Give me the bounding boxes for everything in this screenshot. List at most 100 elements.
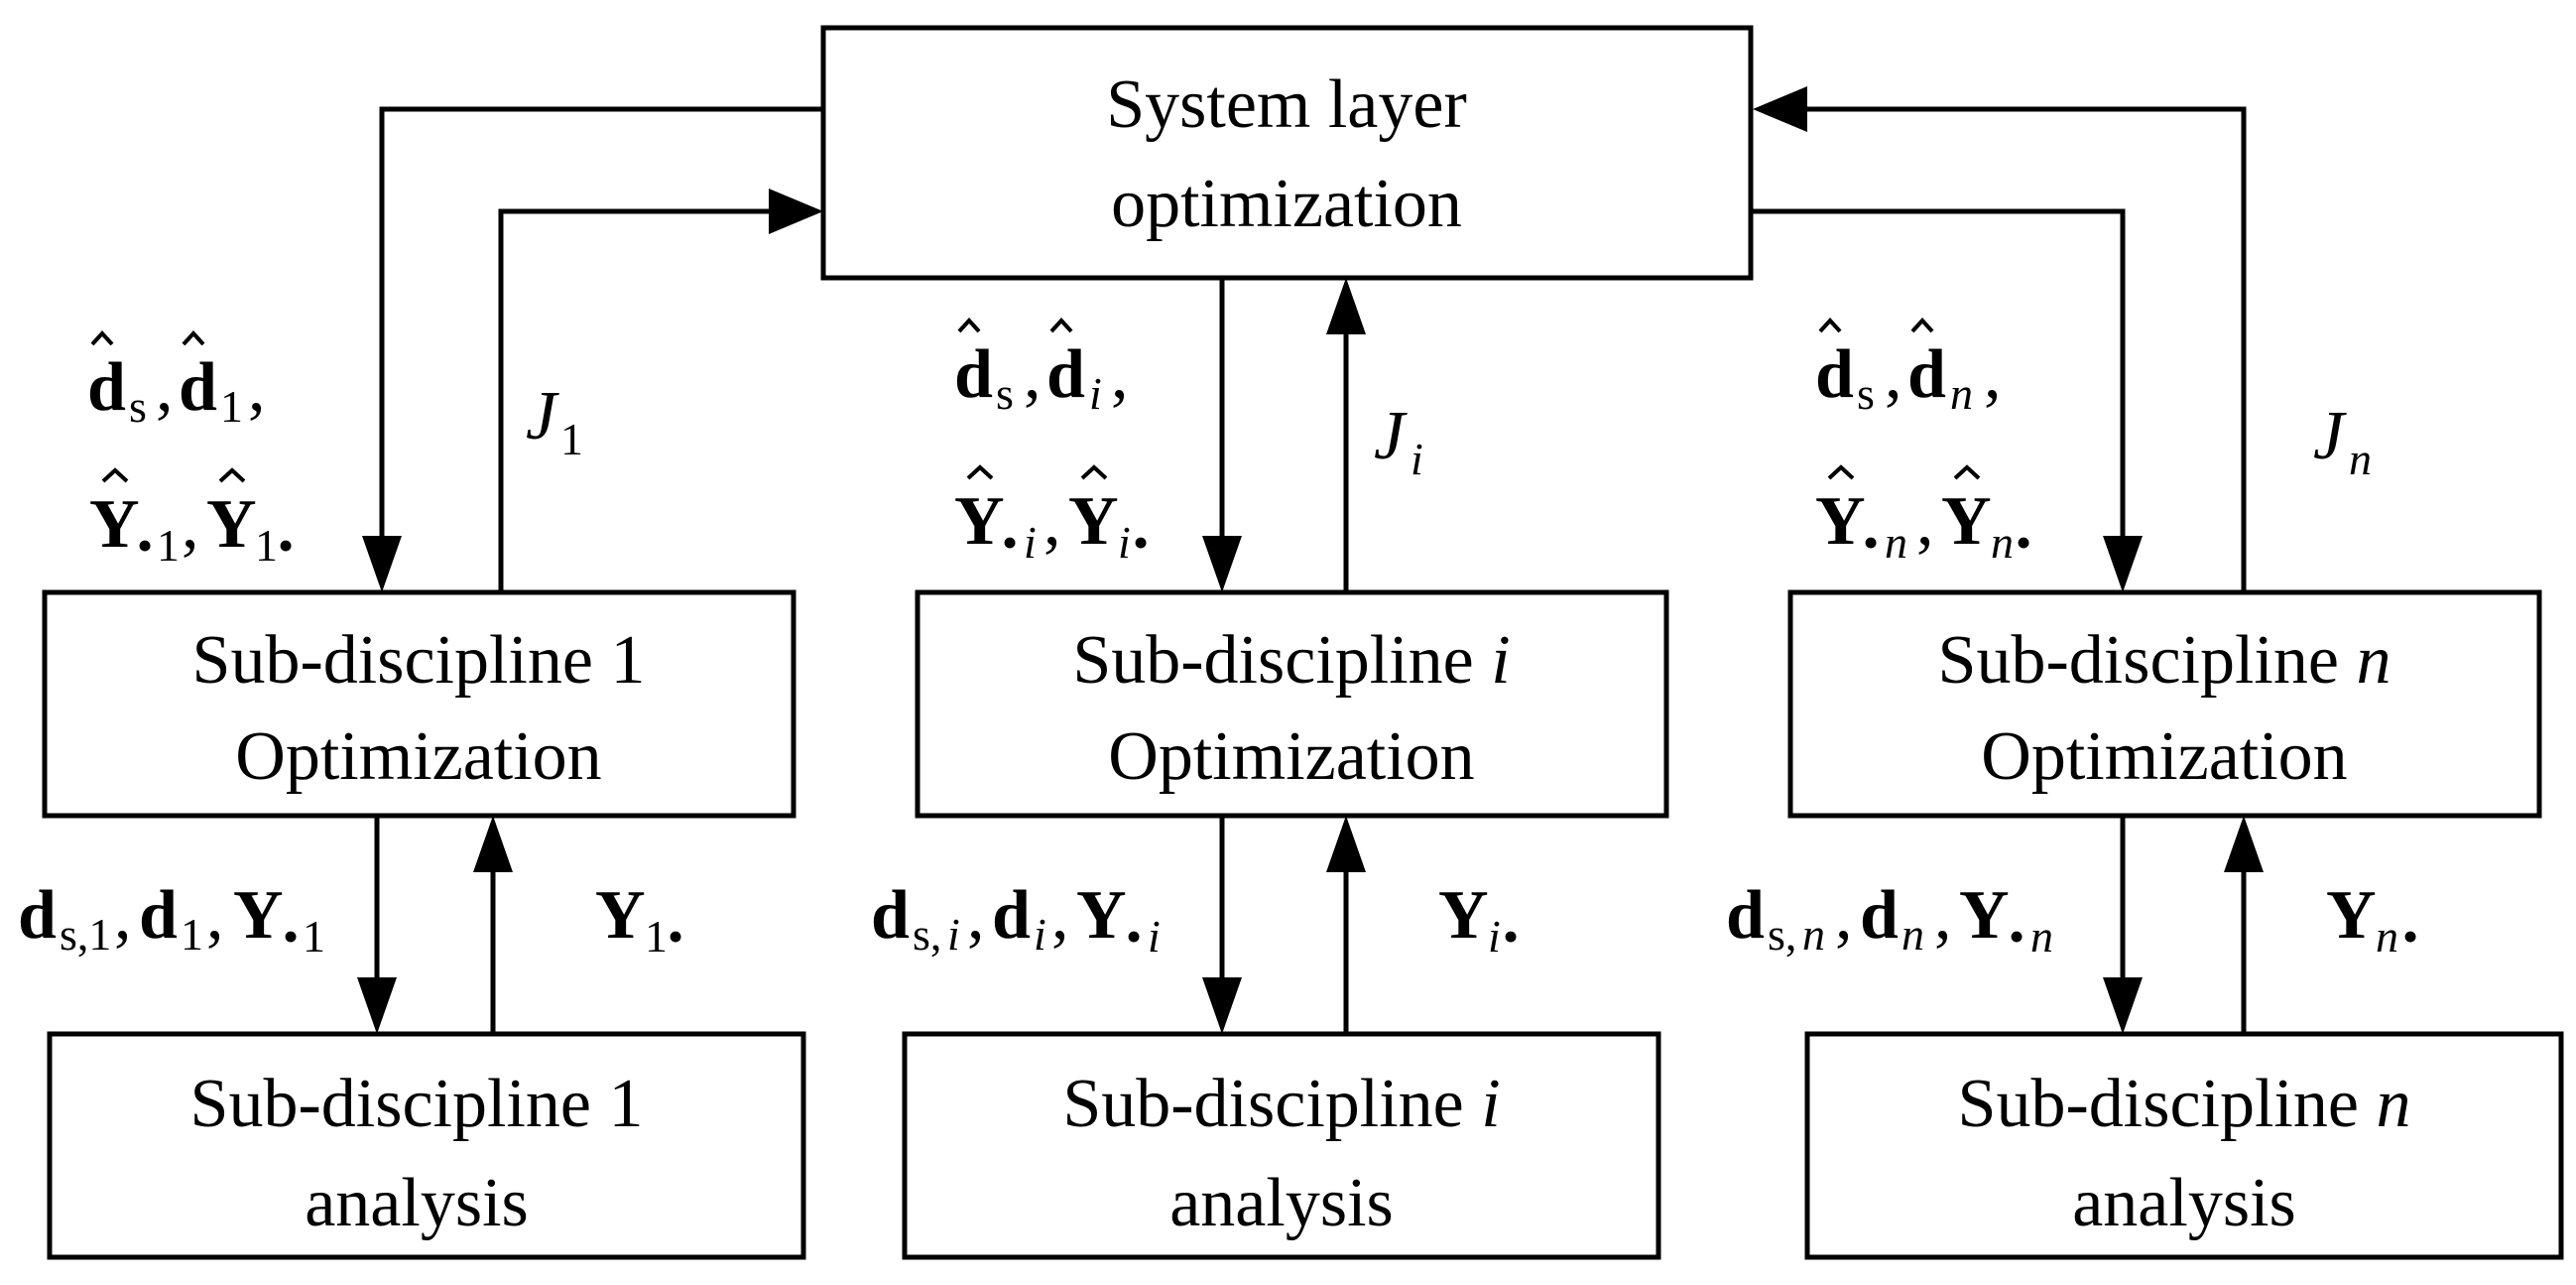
opt1-line2: Optimization (235, 718, 601, 795)
svg-text:Y: Y (595, 877, 646, 954)
svg-text:•: • (668, 911, 683, 962)
svg-text:d: d (1726, 877, 1765, 954)
svg-text:,: , (156, 349, 174, 426)
svg-text:s: s (129, 381, 147, 432)
svg-text:1: 1 (157, 520, 180, 571)
svg-text:i: i (1024, 517, 1037, 568)
sub-discipline-i-optimization-box: Sub-discipline i Optimization (915, 589, 1669, 819)
arrow-system-to-optn (1751, 208, 2143, 592)
optn-line1: Sub-discipline n (1938, 622, 2392, 699)
svg-text:1: 1 (220, 381, 243, 432)
anai-line1: Sub-discipline i (1062, 1066, 1500, 1142)
anan-line1: Sub-discipline n (1958, 1066, 2411, 1142)
arrow-opt1-to-ana1 (357, 816, 397, 1034)
svg-text:Y: Y (1438, 877, 1489, 954)
hat-Y-1a: Y (89, 467, 140, 563)
label-ana1-to-opt1: Y 1 • (595, 877, 683, 962)
opti-line1: Sub-discipline i (1072, 622, 1510, 699)
svg-text:,: , (114, 877, 132, 954)
svg-text:Y: Y (89, 486, 140, 563)
svg-text:1: 1 (255, 520, 278, 571)
svg-text:,: , (967, 877, 985, 954)
label-opti-to-anai: d s, i , d i , Y • i (871, 877, 1161, 962)
hat-Y-ia: Y (954, 464, 1005, 560)
arrow-system-to-opti (1202, 278, 1242, 592)
svg-text:d: d (992, 877, 1031, 954)
hat-d-ib: d (1046, 318, 1085, 413)
label-anai-to-opti: Y i • (1438, 877, 1519, 962)
svg-text:,: , (248, 349, 266, 426)
svg-text:J: J (526, 378, 559, 454)
system-box-line2: optimization (1111, 166, 1462, 242)
anai-line2: analysis (1169, 1165, 1394, 1241)
svg-text:•: • (283, 911, 299, 962)
svg-text:,: , (1885, 336, 1902, 413)
svg-text:,: , (206, 877, 224, 954)
svg-text:Y: Y (954, 483, 1005, 560)
ana1-line2: analysis (305, 1165, 529, 1241)
label-downflow-i: d s , d i , Y • i , Y i • (954, 318, 1149, 568)
sub-discipline-i-analysis-box: Sub-discipline i analysis (902, 1031, 1661, 1260)
ana1-line1: Sub-discipline 1 (190, 1066, 644, 1142)
svg-text:,: , (1984, 336, 2002, 413)
svg-text:,: , (1111, 336, 1129, 413)
opti-line2: Optimization (1108, 718, 1474, 795)
system-layer-box: System layer optimization (820, 25, 1754, 281)
svg-text:n: n (1802, 909, 1825, 960)
svg-text:•: • (137, 520, 153, 571)
svg-text:i: i (1411, 434, 1423, 484)
arrow-anan-to-optn (2224, 816, 2264, 1034)
svg-text:d: d (18, 877, 57, 954)
sub-discipline-n-optimization-box: Sub-discipline n Optimization (1787, 589, 2542, 819)
label-optn-to-anan: d s, n , d n , Y • n (1726, 877, 2053, 962)
svg-text:n: n (2376, 911, 2398, 962)
sub-discipline-1-optimization-box: Sub-discipline 1 Optimization (42, 589, 797, 819)
svg-text:•: • (1133, 517, 1149, 568)
arrow-ana1-to-opt1 (473, 816, 513, 1034)
label-Jn: J n (2313, 398, 2372, 484)
svg-text:Y: Y (1941, 483, 1992, 560)
svg-text:n: n (2349, 434, 2372, 484)
arrow-system-to-opt1 (362, 106, 823, 592)
svg-text:Y: Y (1959, 877, 2010, 954)
svg-text:•: • (1002, 517, 1018, 568)
svg-text:Y: Y (206, 486, 257, 563)
svg-text:d: d (179, 349, 217, 426)
svg-text:•: • (2016, 517, 2031, 568)
svg-text:Y: Y (233, 877, 284, 954)
svg-text:1: 1 (181, 909, 203, 960)
svg-text:n: n (1991, 517, 2014, 568)
svg-text:,: , (1051, 877, 1069, 954)
arrow-optn-to-system (1753, 86, 2247, 592)
label-J1: J 1 (526, 378, 583, 464)
svg-text:•: • (1863, 517, 1879, 568)
system-box-line1: System layer (1106, 66, 1467, 143)
svg-text:,: , (1934, 877, 1952, 954)
svg-text:d: d (1907, 336, 1946, 413)
svg-text:,: , (1024, 336, 1042, 413)
svg-text:n: n (1901, 909, 1924, 960)
svg-text:,: , (1916, 483, 1934, 560)
arrow-opti-to-system (1326, 278, 1366, 592)
svg-text:i: i (1488, 911, 1501, 962)
svg-text:n: n (2030, 911, 2053, 962)
hat-Y-nb: Y (1941, 464, 1992, 560)
svg-text:i: i (1148, 911, 1161, 962)
svg-text:s,: s, (1768, 909, 1796, 960)
label-opt1-to-ana1: d s,1 , d 1 , Y • 1 (18, 877, 325, 962)
svg-text:i: i (947, 909, 960, 960)
hat-d-1b: d (179, 330, 217, 426)
hat-Y-ib: Y (1068, 464, 1119, 560)
svg-text:d: d (87, 349, 126, 426)
svg-text:•: • (1126, 911, 1142, 962)
svg-text:,: , (1043, 483, 1061, 560)
svg-text:d: d (954, 336, 993, 413)
optn-line2: Optimization (1981, 718, 2347, 795)
svg-text:Y: Y (2326, 877, 2377, 954)
svg-text:i: i (1118, 517, 1131, 568)
hat-d-1a: d (87, 330, 126, 426)
arrow-optn-to-anan (2103, 816, 2143, 1034)
label-Ji: J i (1374, 398, 1423, 484)
hat-Y-1b: Y (206, 467, 257, 563)
